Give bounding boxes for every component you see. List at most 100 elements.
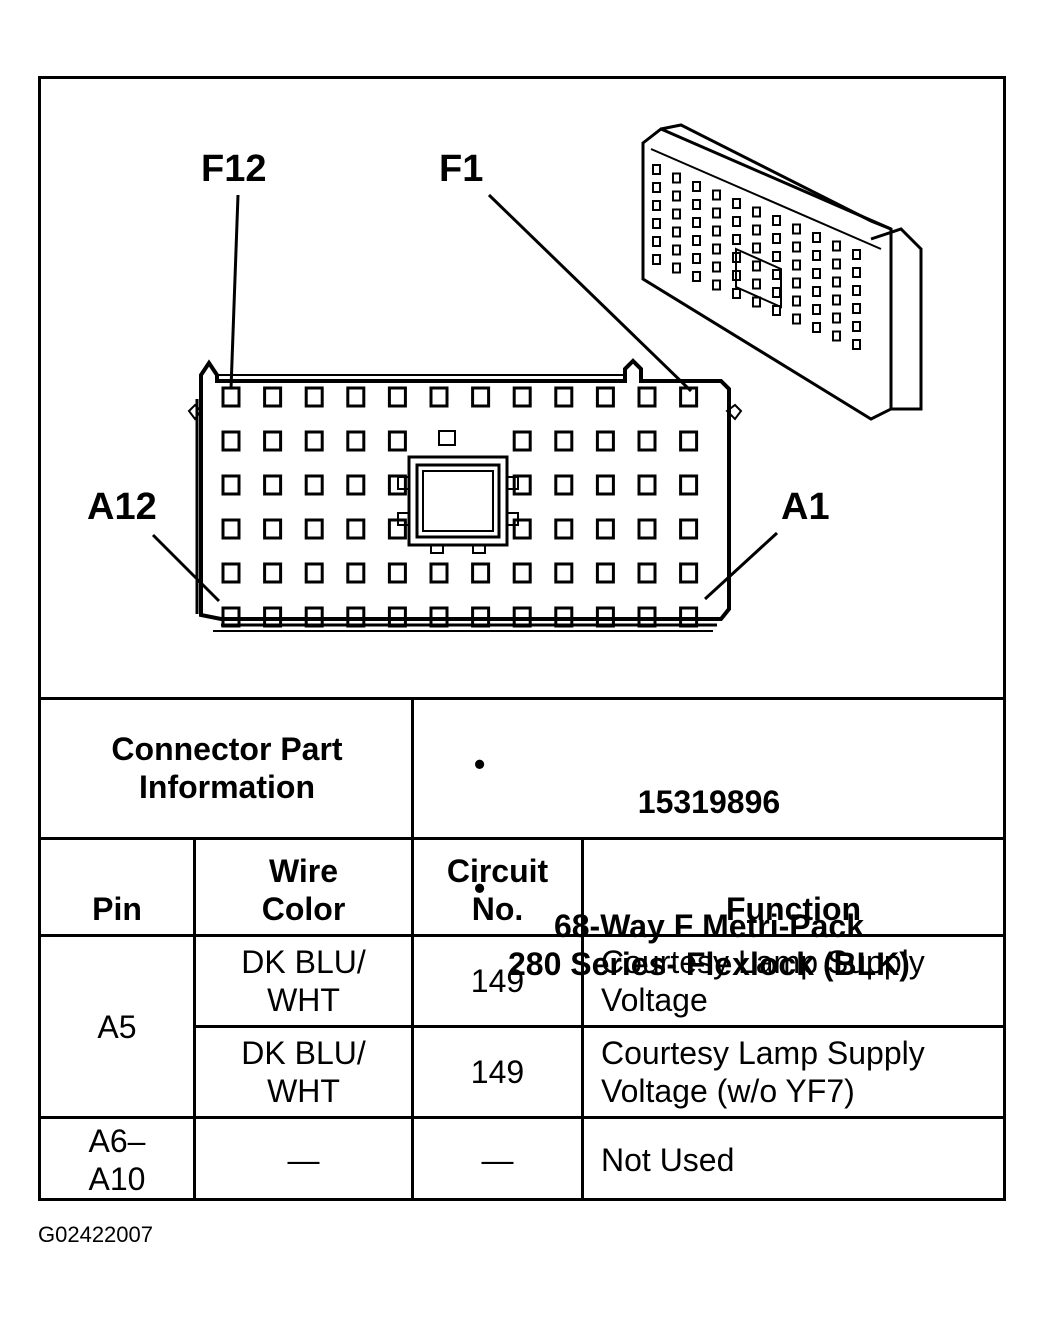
pin-cavity — [554, 386, 574, 408]
connector-face — [187, 358, 743, 632]
wire-color-cell: — — [287, 1142, 320, 1178]
pin-cavity — [637, 474, 657, 496]
pin-cell: A6– A10 — [88, 1123, 146, 1197]
pin-cavity — [595, 474, 615, 496]
pin-cavity — [346, 430, 366, 452]
pin-cavity — [263, 518, 283, 540]
leader-f12 — [229, 194, 240, 390]
pin-cavity — [429, 606, 449, 628]
pin-cavity — [595, 518, 615, 540]
pin-cavity — [429, 386, 449, 408]
bullet-icon: • — [474, 870, 486, 906]
pin-cavity-3d — [852, 339, 861, 350]
pin-cavity-3d — [712, 225, 721, 237]
pin-cavity — [637, 430, 657, 452]
connector-diagram: F12 F1 A12 A1 — [87, 123, 923, 632]
pin-cavity-3d — [792, 241, 801, 253]
pin-cavity — [637, 518, 657, 540]
leader-a1 — [703, 531, 779, 601]
pin-cavity — [471, 386, 491, 408]
pin-cavity-3d — [812, 232, 821, 243]
pin-cavity — [387, 518, 407, 540]
function-cell: Courtesy Lamp Supply Voltage (w/o YF7) — [601, 1035, 925, 1109]
pin-cavity-3d — [792, 223, 801, 235]
pin-cavity-3d — [812, 322, 821, 333]
pin-cavity-3d — [812, 268, 821, 279]
pin-cavity — [304, 562, 324, 584]
divider-line — [41, 837, 1003, 840]
pin-cavity-3d — [812, 286, 821, 297]
leader-f1 — [487, 193, 693, 393]
leader-a12 — [151, 533, 221, 603]
pin-cavity-3d — [832, 294, 841, 306]
pin-cavity-3d — [852, 267, 861, 278]
pin-cavity-3d — [672, 172, 681, 184]
pin-cavity-3d — [732, 216, 741, 227]
wire-color-cell: DK BLU/ WHT — [241, 1035, 366, 1109]
pin-cavity — [554, 430, 574, 452]
pin-cavity — [637, 606, 657, 628]
circuit-cell: 149 — [470, 1054, 525, 1090]
pin-cavity-3d — [752, 242, 761, 254]
pin-cavity-3d — [652, 200, 661, 211]
pin-cavity — [387, 606, 407, 628]
pin-cavity — [346, 562, 366, 584]
pin-cavity-3d — [812, 250, 821, 261]
pin-grid-3d — [652, 164, 861, 350]
pin-cavity — [679, 562, 699, 584]
pin-cavity-3d — [752, 278, 761, 290]
pin-cavity — [429, 562, 449, 584]
pin-cavity — [221, 386, 241, 408]
pin-cavity — [554, 562, 574, 584]
divider-line — [41, 1116, 1003, 1119]
pin-cavity — [512, 474, 532, 496]
pin-cavity-3d — [672, 190, 681, 202]
pin-cavity — [263, 474, 283, 496]
pin-cavity — [263, 606, 283, 628]
pin-cavity-3d — [772, 233, 781, 244]
leader-lines — [151, 193, 779, 603]
pin-cavity — [554, 518, 574, 540]
pin-grid — [221, 386, 699, 628]
pin-cavity-3d — [792, 295, 801, 307]
connector-part-number: • 15319896 — [474, 707, 910, 821]
pin-cavity-3d — [792, 259, 801, 271]
pin-cavity — [595, 430, 615, 452]
pin-cavity — [595, 606, 615, 628]
pin-cavity-3d — [672, 226, 681, 238]
pin-cavity — [346, 518, 366, 540]
pin-cavity — [679, 430, 699, 452]
connector-info-label: Connector Part Information — [111, 731, 343, 805]
divider-line — [41, 934, 1003, 937]
pin-cavity-3d — [772, 287, 781, 298]
pin-cavity-3d — [792, 277, 801, 289]
pin-cavity — [221, 562, 241, 584]
pin-cavity — [554, 606, 574, 628]
pin-cavity-3d — [852, 285, 861, 296]
pin-cavity-3d — [712, 189, 721, 201]
pin-cavity — [512, 562, 532, 584]
pin-cavity — [221, 518, 241, 540]
pin-cavity-3d — [852, 303, 861, 314]
pin-cavity-3d — [852, 321, 861, 332]
pin-cavity — [387, 386, 407, 408]
connector-info-values: • 15319896 • 68-Way F Metri-Pack 280 Ser… — [414, 699, 1003, 982]
pin-cavity — [471, 562, 491, 584]
pin-cavity-3d — [672, 208, 681, 220]
wire-color-cell: DK BLU/ WHT — [241, 944, 366, 1018]
pin-cavity — [637, 562, 657, 584]
header-wire-color: Wire Color — [261, 853, 346, 927]
pin-cavity — [221, 606, 241, 628]
pin-cavity-3d — [732, 252, 741, 263]
pin-cavity-3d — [692, 235, 701, 246]
pin-cavity-3d — [752, 206, 761, 218]
pin-cavity — [387, 562, 407, 584]
pin-cavity — [512, 606, 532, 628]
pin-cavity-3d — [832, 330, 841, 342]
pin-cavity-3d — [852, 249, 861, 260]
pin-cavity — [679, 474, 699, 496]
pin-cavity-3d — [772, 215, 781, 226]
pin-cavity — [263, 386, 283, 408]
pin-cavity — [387, 474, 407, 496]
label-a12: A12 — [87, 486, 157, 528]
